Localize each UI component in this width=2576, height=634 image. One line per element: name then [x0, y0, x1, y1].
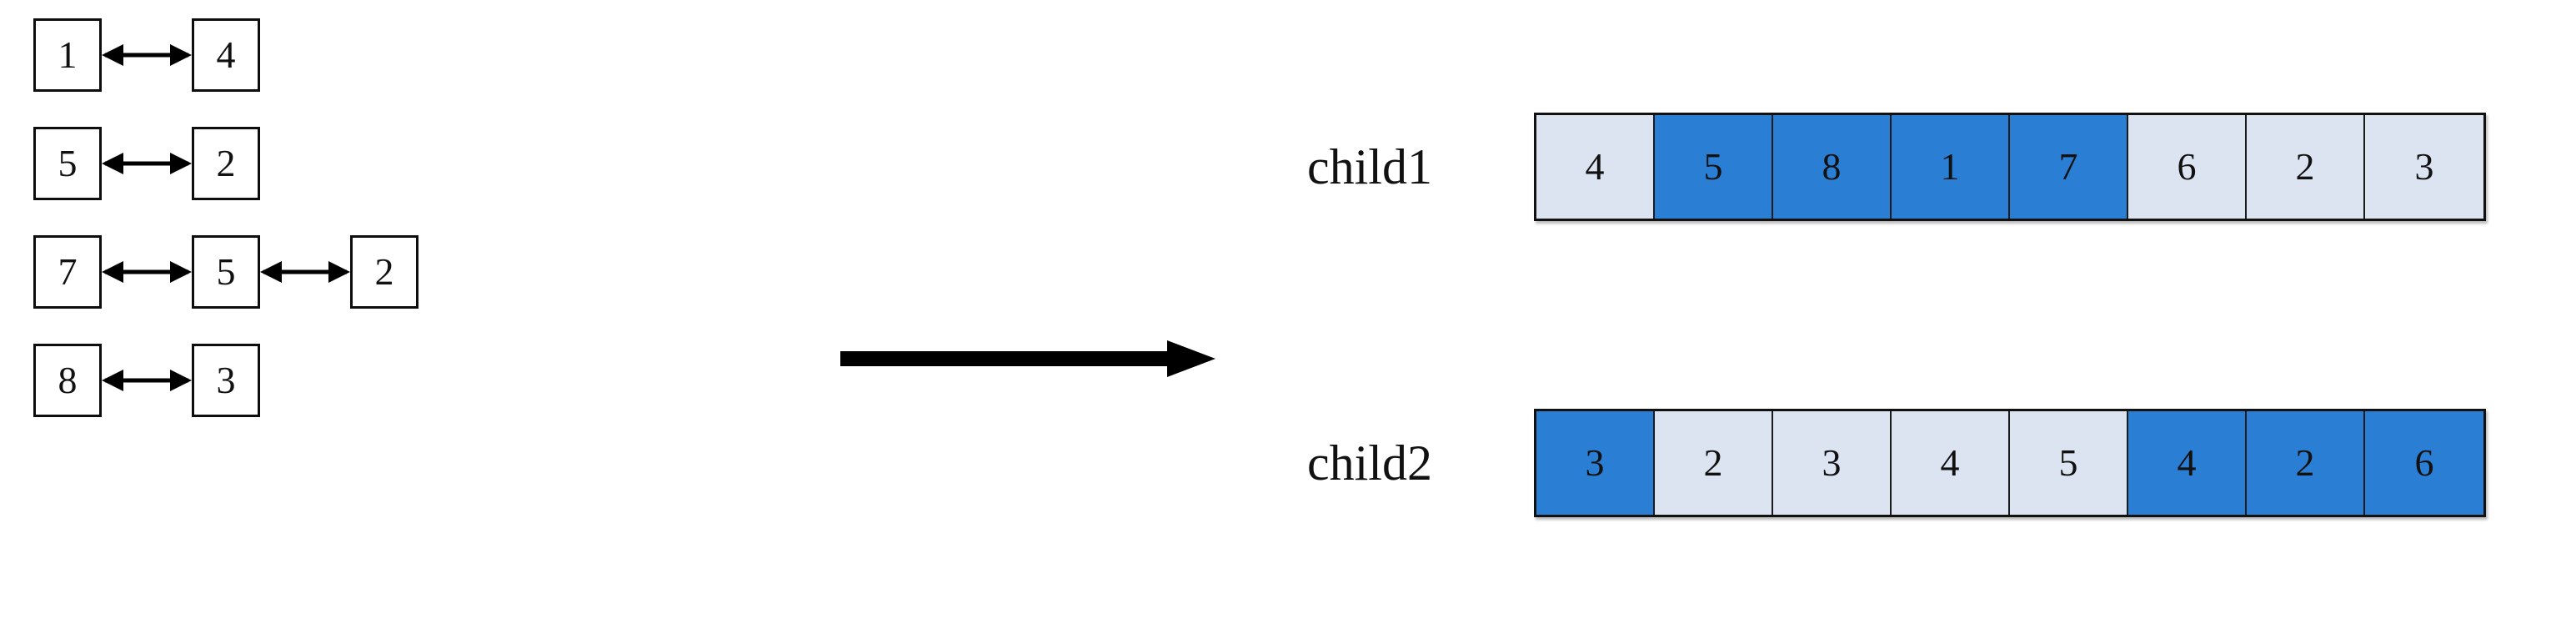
gene-cell[interactable]: 2	[2247, 411, 2365, 515]
gene-cell[interactable]: 1	[1892, 115, 2010, 219]
double-arrow-icon	[102, 235, 192, 309]
gene-cell[interactable]: 3	[1773, 411, 1892, 515]
node-box: 1	[33, 18, 102, 92]
gene-cell[interactable]: 4	[1536, 115, 1655, 219]
gene-cell[interactable]: 4	[2128, 411, 2247, 515]
node-box: 2	[350, 235, 418, 309]
node-box: 5	[192, 235, 260, 309]
gene-cell[interactable]: 2	[1655, 411, 1773, 515]
child-label: child1	[1307, 139, 1432, 194]
node-box: 8	[33, 344, 102, 417]
gene-cell[interactable]: 3	[2365, 115, 2483, 219]
gene-cell[interactable]: 2	[2247, 115, 2365, 219]
gene-cell[interactable]: 8	[1773, 115, 1892, 219]
gene-cell[interactable]: 3	[1536, 411, 1655, 515]
child-label: child2	[1307, 435, 1432, 491]
node-box: 5	[33, 127, 102, 200]
node-box: 4	[192, 18, 260, 92]
produces-arrow-icon	[840, 340, 1215, 377]
gene-cell[interactable]: 5	[1655, 115, 1773, 219]
node-box: 2	[192, 127, 260, 200]
gene-cell[interactable]: 6	[2365, 411, 2483, 515]
double-arrow-icon	[102, 344, 192, 417]
gene-cell[interactable]: 4	[1892, 411, 2010, 515]
gene-cell[interactable]: 5	[2010, 411, 2128, 515]
node-box: 3	[192, 344, 260, 417]
node-box: 7	[33, 235, 102, 309]
gene-cell[interactable]: 7	[2010, 115, 2128, 219]
pair-row: 7 5 2	[33, 235, 418, 309]
gene-cell[interactable]: 6	[2128, 115, 2247, 219]
double-arrow-icon	[102, 18, 192, 92]
double-arrow-icon	[102, 127, 192, 200]
produces-arrow-container	[840, 337, 1215, 380]
double-arrow-icon	[260, 235, 350, 309]
